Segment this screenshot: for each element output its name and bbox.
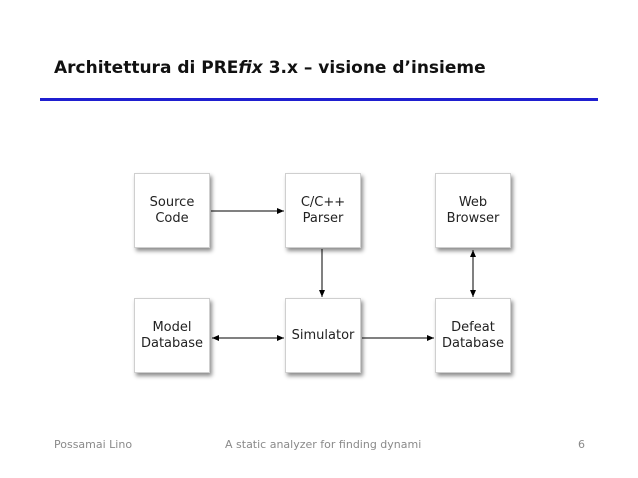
model-database-line1: Model xyxy=(152,319,192,335)
defeat-database-line1: Defeat xyxy=(451,319,495,335)
simulator-label: Simulator xyxy=(291,327,355,343)
title-italic: fix xyxy=(238,58,263,78)
footer-page-number: 6 xyxy=(578,438,585,451)
parser-box: C/C++ Parser xyxy=(285,173,361,248)
web-browser-box: Web Browser xyxy=(435,173,511,248)
footer-author: Possamai Lino xyxy=(54,438,133,451)
slide-title: Architettura di PREfix 3.x – visione d’i… xyxy=(54,58,486,78)
model-database-box: Model Database xyxy=(134,298,210,373)
footer-subject: A static analyzer for finding dynami xyxy=(225,438,422,451)
model-database-line2: Database xyxy=(140,335,204,351)
defeat-database-box: Defeat Database xyxy=(435,298,511,373)
web-browser-line1: Web xyxy=(458,194,488,210)
source-code-line1: Source xyxy=(149,194,195,210)
web-browser-line2: Browser xyxy=(446,210,500,226)
title-underline xyxy=(40,98,598,101)
source-code-box: Source Code xyxy=(134,173,210,248)
title-part1: Architettura di PRE xyxy=(54,58,239,78)
parser-line1: C/C++ xyxy=(300,194,346,210)
source-code-line2: Code xyxy=(155,210,189,226)
title-part2: 3.x – visione d’insieme xyxy=(262,58,486,78)
simulator-box: Simulator xyxy=(285,298,361,373)
parser-line2: Parser xyxy=(302,210,344,226)
defeat-database-line2: Database xyxy=(441,335,505,351)
